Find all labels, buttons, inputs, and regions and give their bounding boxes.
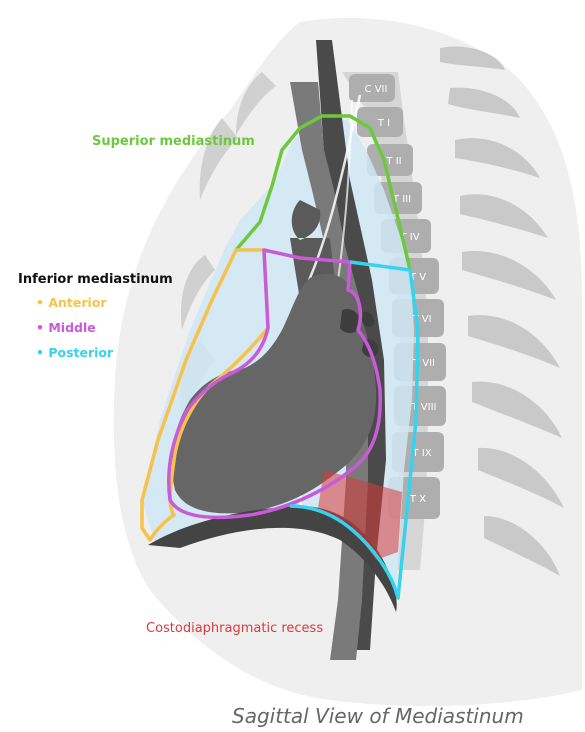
costodiaphragmatic-recess-label: Costodiaphragmatic recess xyxy=(146,621,323,636)
vertebra-label: T II xyxy=(385,156,401,167)
legend-anterior: • Anterior xyxy=(36,295,107,310)
figure-caption: Sagittal View of Mediastinum xyxy=(232,704,524,728)
vertebra-label: C VII xyxy=(365,84,388,95)
vertebra-label: T I xyxy=(377,118,390,129)
legend-posterior: • Posterior xyxy=(36,345,113,360)
inferior-mediastinum-heading: Inferior mediastinum xyxy=(18,272,173,287)
vertebra-label: T VIII xyxy=(411,402,437,413)
legend-middle: • Middle xyxy=(36,320,96,335)
superior-mediastinum-label: Superior mediastinum xyxy=(92,134,255,149)
vertebra-label: T X xyxy=(409,494,426,505)
